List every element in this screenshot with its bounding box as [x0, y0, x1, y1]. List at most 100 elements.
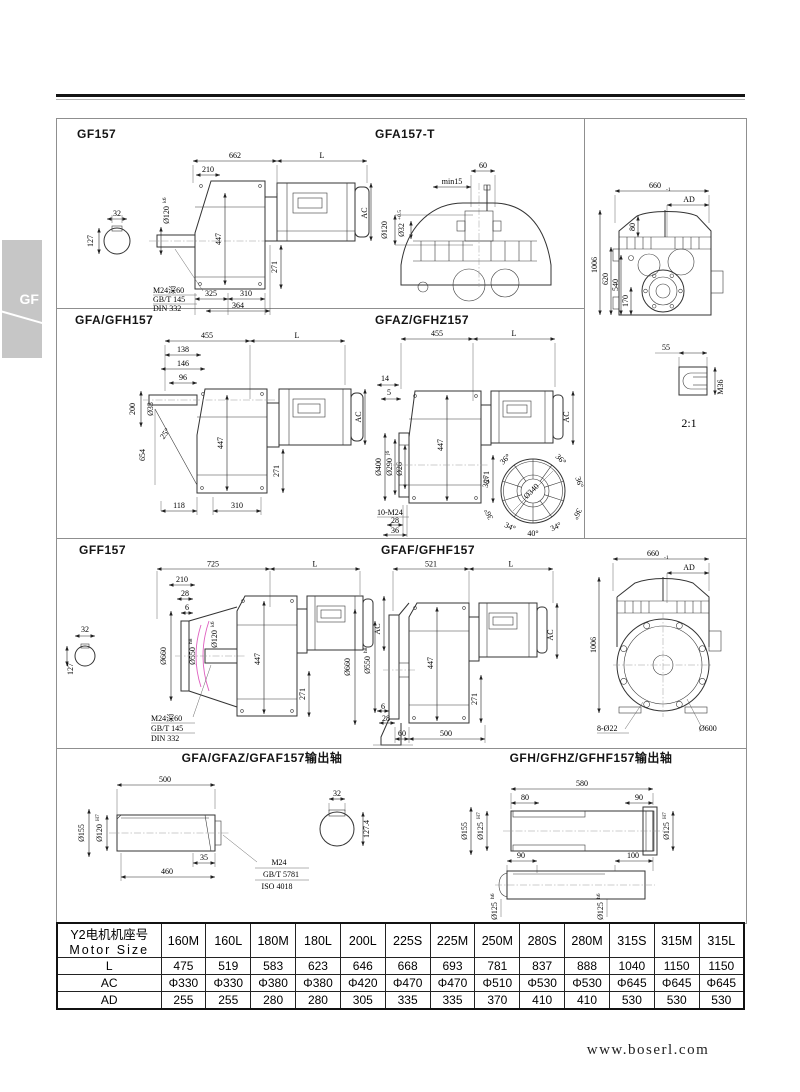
- divider-v: [584, 119, 585, 538]
- gearbox-outline: [408, 602, 470, 724]
- cell: 1150: [653, 957, 700, 975]
- note-line: M24深60: [151, 714, 182, 723]
- drawing-title-gfaz157: GFAZ/GFHZ157: [375, 313, 470, 327]
- dim-label: 5: [387, 388, 391, 397]
- drawing-frame: GF157 GFA157-T GFA/GFH157 GFAZ/GFHZ157 G…: [56, 118, 747, 924]
- dim-label: 654: [138, 449, 147, 461]
- row-label: AC: [56, 974, 162, 992]
- dim-label: L: [509, 560, 514, 569]
- dim-label: 540: [611, 279, 620, 291]
- motor: [266, 388, 364, 448]
- dimensions: [469, 787, 675, 917]
- dim-label: Ø155: [460, 822, 469, 840]
- dim-label: 521: [425, 560, 437, 569]
- dim-label: 28: [181, 589, 189, 598]
- dim-label: 32: [333, 789, 341, 798]
- dim-label: AC: [373, 623, 382, 634]
- cell: 583: [250, 957, 297, 975]
- shaft-key-section: [74, 643, 96, 667]
- cell: 370: [474, 991, 521, 1010]
- note-line: DIN 332: [153, 304, 181, 313]
- dim-label: 210: [202, 165, 214, 174]
- top-rule-shadow: [56, 99, 745, 100]
- hollow-shaft: [503, 806, 665, 856]
- dim-label: 1006: [589, 637, 598, 653]
- dim-tolerance: h8: [188, 638, 194, 644]
- dim-label: Ø120: [210, 630, 219, 648]
- column-header: 180M: [250, 922, 297, 958]
- shaft-lower: [495, 870, 655, 900]
- side-tab-gf: GF: [2, 240, 42, 358]
- column-header: 315S: [608, 922, 655, 958]
- dimensions: [597, 557, 710, 714]
- cell: Φ380: [250, 974, 297, 992]
- cell: 335: [384, 991, 431, 1010]
- dim-label: 580: [576, 779, 588, 788]
- cell: 693: [429, 957, 476, 975]
- thread-note: M24深60 GB/T 145 DIN 332: [153, 286, 197, 313]
- dim-label: 138: [177, 345, 189, 354]
- dim-label: min15: [442, 177, 462, 186]
- row-label: L: [56, 957, 162, 975]
- cell: 888: [564, 957, 610, 975]
- cell: Φ530: [519, 974, 566, 992]
- cell: 837: [519, 957, 566, 975]
- cell: 255: [205, 991, 252, 1010]
- note-line: ISO 4018: [262, 882, 293, 891]
- dim-label: 364: [232, 301, 244, 310]
- dimensions: [353, 567, 559, 743]
- side-tab-label: GF: [19, 291, 39, 307]
- dim-label: 10-M24: [377, 508, 403, 517]
- cell: Φ470: [384, 974, 431, 992]
- dim-label: 60: [479, 161, 487, 170]
- dim-tolerance: H7: [476, 812, 482, 819]
- cell: 519: [205, 957, 252, 975]
- dim-label: 620: [601, 273, 610, 285]
- dim-label: 32: [113, 209, 121, 218]
- dim-label: 447: [214, 233, 223, 245]
- dim-tolerance: k6: [210, 621, 216, 627]
- dim-label: Ø290: [385, 458, 394, 476]
- dim-tolerance: j6: [385, 450, 391, 456]
- column-header: 250M: [474, 922, 521, 958]
- dim-label: 34°: [549, 520, 563, 533]
- cell: Φ330: [160, 974, 207, 992]
- drawing-title-gfa157: GFA/GFH157: [75, 313, 154, 327]
- dim-label: 271: [298, 688, 307, 700]
- dim-label: M36: [716, 379, 725, 394]
- dim-label: 100: [627, 851, 639, 860]
- dim-label: 32: [81, 625, 89, 634]
- note-line: M24深60: [153, 286, 184, 295]
- dim-tolerance: h6: [490, 893, 496, 899]
- dim-label: 310: [231, 501, 243, 510]
- dim-label: 660: [649, 181, 661, 190]
- drawing-title-shaft1: GFA/GFAZ/GFAF157输出轴: [181, 751, 343, 765]
- divider-h3: [57, 748, 746, 749]
- dim-label: 146: [177, 359, 189, 368]
- shaft-key-section: [97, 215, 131, 255]
- dim-tolerance: -1: [664, 555, 669, 561]
- dim-label: Ø120: [380, 221, 389, 239]
- dim-label: Ø125: [476, 822, 485, 840]
- dim-label: AC: [562, 411, 571, 422]
- header-en: Motor Size: [69, 943, 150, 957]
- cell: 646: [339, 957, 386, 975]
- gearbox-outline: [149, 180, 273, 290]
- dim-label: Ø120: [162, 206, 171, 224]
- dim-tolerance: +0.5: [397, 210, 403, 220]
- website-url: www.boserl.com: [586, 1042, 710, 1058]
- cell: 781: [474, 957, 521, 975]
- dim-label: 271: [482, 471, 491, 483]
- tab-diagonal: [2, 308, 42, 330]
- column-header: 160M: [160, 922, 207, 958]
- column-header: 280M: [564, 922, 610, 958]
- gfa157-drawing: 455 L 138 146 96 Ø33 200 654 25° 447 271…: [128, 331, 367, 515]
- dim-label: 325: [205, 289, 217, 298]
- dim-label: AC: [360, 207, 369, 218]
- dim-label: Ø660: [159, 647, 168, 665]
- column-header: 160L: [205, 922, 252, 958]
- cell: Φ380: [295, 974, 341, 992]
- dim-label: Ø120: [95, 824, 104, 842]
- gearbox-outline: [143, 388, 275, 494]
